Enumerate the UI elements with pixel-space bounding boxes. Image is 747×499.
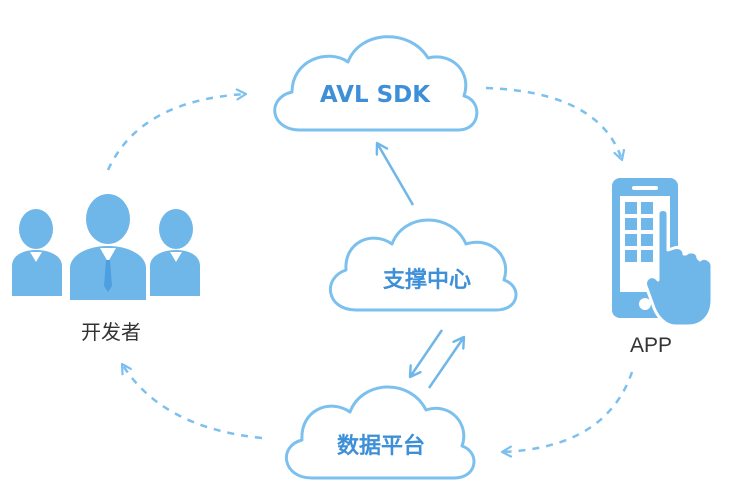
sdk-label: AVL SDK bbox=[319, 82, 431, 108]
support-center-label: 支撑中心 bbox=[382, 268, 471, 293]
support-cloud bbox=[329, 218, 518, 312]
people-group-icon bbox=[12, 194, 200, 300]
data-to-developer-arrow bbox=[122, 364, 263, 440]
app-to-data-arrow bbox=[502, 371, 634, 452]
data-platform-cloud bbox=[285, 385, 476, 480]
data-platform-label: 数据平台 bbox=[336, 434, 425, 459]
developer-label: 开发者 bbox=[81, 320, 141, 344]
data-to-support-arrow bbox=[427, 337, 464, 389]
app-label: APP bbox=[629, 334, 673, 357]
support-to-sdk-arrow bbox=[377, 143, 415, 206]
phone-touch-icon bbox=[612, 178, 714, 328]
sdk-to-app-arrow bbox=[485, 86, 622, 160]
developer-to-sdk-arrow bbox=[106, 94, 246, 171]
sdk-cloud bbox=[273, 35, 479, 132]
support-to-data-arrow bbox=[410, 329, 444, 377]
